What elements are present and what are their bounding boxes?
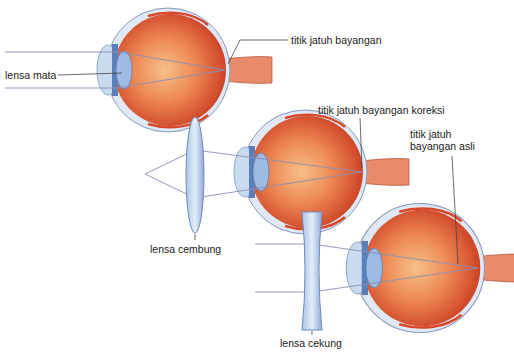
- part-label: lensa cembung: [150, 243, 221, 255]
- light-ray: [145, 150, 362, 198]
- concave-lens: [302, 212, 322, 330]
- part-label: titik jatuh bayangan koreksi: [318, 104, 445, 116]
- part-label: lensa mata: [5, 69, 56, 81]
- part-label: titik jatuh bayangan: [291, 34, 381, 46]
- part-label: lensa cekung: [280, 337, 342, 349]
- light-ray: [5, 52, 225, 88]
- part-label: titik jatuh bayangan asli: [410, 128, 490, 152]
- light-ray: [255, 244, 478, 292]
- convex-lens: [186, 117, 204, 233]
- leader-line: [58, 40, 458, 335]
